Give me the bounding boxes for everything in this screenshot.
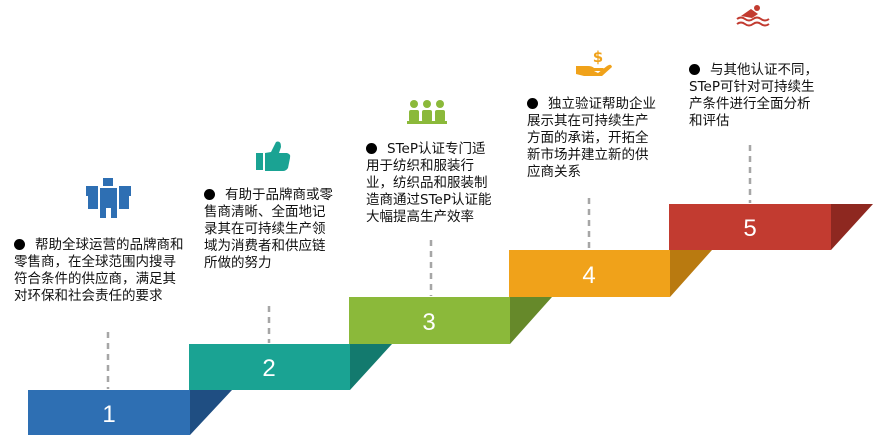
bullet-icon <box>366 143 377 154</box>
step-5-side <box>831 204 873 250</box>
step-3-number: 3 <box>422 309 435 336</box>
people-group-icon <box>407 100 447 124</box>
step-1-front <box>28 390 190 435</box>
bullet-icon <box>14 239 25 250</box>
step-3-text: STeP认证专门适用于纺织和服装行业，纺织品和服装制造商通过STeP认证能大幅提… <box>366 141 492 225</box>
thumbs-up-icon <box>256 141 291 171</box>
step-5-description: 与其他认证不同，STeP可针对可持续生产条件进行全面分析和评估 <box>689 62 823 130</box>
bullet-icon <box>527 98 538 109</box>
step-3: 3 <box>349 297 552 344</box>
step-4-front <box>509 250 670 297</box>
step-5-text: 与其他认证不同，STeP可针对可持续生产条件进行全面分析和评估 <box>689 62 818 129</box>
step-3-side <box>510 297 552 344</box>
step-4: 4 <box>509 250 712 297</box>
step-1-side <box>190 390 232 435</box>
step-4-side <box>670 250 712 297</box>
step-4-text: 独立验证帮助企业展示其在可持续生产方面的承诺，开拓全新市场并建立新的供应商关系 <box>527 96 656 180</box>
step-1-number: 1 <box>102 401 115 428</box>
step-1: 1 <box>28 390 232 435</box>
money-hand-icon: $ <box>576 48 612 76</box>
step-2-description: 有助于品牌商或零售商清晰、全面地记录其在可持续生产领域为消费者和供应链所做的努力 <box>204 187 336 272</box>
step-2-number: 2 <box>262 355 275 382</box>
step-3-description: STeP认证专门适用于纺织和服装行业，纺织品和服装制造商通过STeP认证能大幅提… <box>366 141 498 226</box>
svg-text:$: $ <box>593 48 603 66</box>
step-5-front <box>669 204 831 250</box>
step-2-side <box>350 344 392 390</box>
delivery-boxes-icon <box>86 178 131 218</box>
step-5: 5 <box>669 204 873 250</box>
swimmer-icon <box>736 5 770 27</box>
bullet-icon <box>689 64 700 75</box>
step-4-number: 4 <box>582 262 595 289</box>
step-2-text: 有助于品牌商或零售商清晰、全面地记录其在可持续生产领域为消费者和供应链所做的努力 <box>204 187 333 271</box>
step-2: 2 <box>189 344 392 390</box>
step-4-description: 独立验证帮助企业展示其在可持续生产方面的承诺，开拓全新市场并建立新的供应商关系 <box>527 96 661 181</box>
step-1-text: 帮助全球运营的品牌商和零售商，在全球范围内搜寻符合条件的供应商，满足其对环保和社… <box>14 237 184 304</box>
bullet-icon <box>204 189 215 200</box>
step-3-front <box>349 297 510 344</box>
step-2-front <box>189 344 350 390</box>
step-5-number: 5 <box>743 215 756 242</box>
step-1-description: 帮助全球运营的品牌商和零售商，在全球范围内搜寻符合条件的供应商，满足其对环保和社… <box>14 237 186 305</box>
